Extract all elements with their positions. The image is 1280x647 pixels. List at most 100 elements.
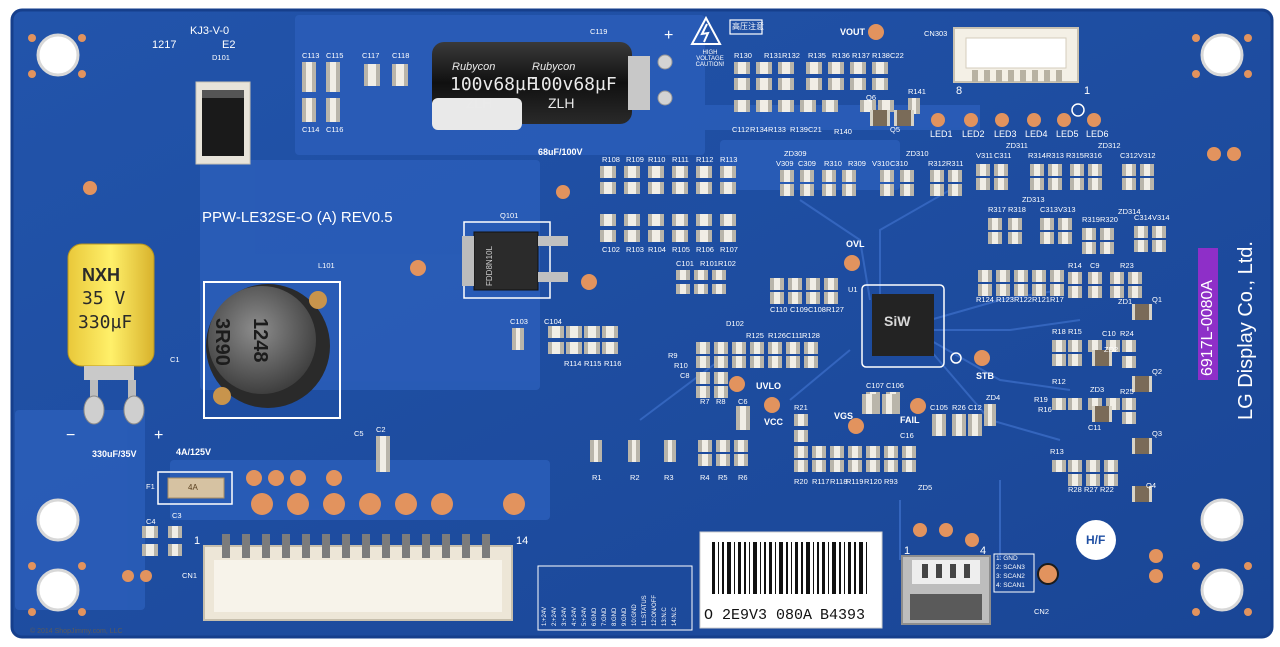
high-voltage-triangle xyxy=(690,15,722,45)
smd-part xyxy=(848,446,862,458)
smd-part xyxy=(1008,232,1022,244)
smd-part xyxy=(1030,178,1044,190)
board-date-code: 1217 xyxy=(152,39,177,51)
smd-part xyxy=(302,62,316,92)
smd-part xyxy=(734,62,750,74)
ref-r19: R19 xyxy=(1034,395,1048,404)
ref-r136: R136 xyxy=(832,51,850,60)
smd-part xyxy=(932,414,946,436)
ref-r314: R314 xyxy=(1028,151,1046,160)
smd-part xyxy=(714,386,728,398)
smd-part xyxy=(1052,460,1066,472)
fuse-rating: 4A/125V xyxy=(176,447,212,457)
smd-part xyxy=(778,78,794,90)
label-sticker xyxy=(699,531,883,629)
ref-v309: V309 xyxy=(776,159,794,168)
smd-part xyxy=(696,372,710,384)
ref-r2: R2 xyxy=(630,473,640,482)
mounting-holes xyxy=(36,33,1244,612)
smd-part xyxy=(1100,242,1114,254)
smd-part xyxy=(1030,164,1044,176)
led1-label: LED1 xyxy=(930,129,953,139)
smd-part xyxy=(1122,164,1136,176)
smd-part xyxy=(882,394,896,414)
smd-part xyxy=(828,78,844,90)
smd-part xyxy=(734,440,748,452)
cap-main-value-2: 100v68µF xyxy=(530,74,617,95)
smd-part xyxy=(848,460,862,472)
smd-part xyxy=(1122,412,1136,424)
ref-c117: C117 xyxy=(362,51,380,60)
smd-part xyxy=(1082,242,1096,254)
ref-c9: C9 xyxy=(1090,261,1100,270)
smd-part xyxy=(1106,340,1120,352)
smd-part xyxy=(696,230,712,242)
smd-part xyxy=(698,440,712,452)
smd-part xyxy=(1100,228,1114,240)
ref-c111: C111 xyxy=(786,331,803,340)
cap-main-brand-1: Rubycon xyxy=(452,61,496,73)
ref-c107: C107 xyxy=(866,381,884,390)
ref-r309: R309 xyxy=(848,159,866,168)
smd-part xyxy=(732,356,746,368)
smd-part xyxy=(1032,284,1046,296)
ref-r16: R16 xyxy=(1038,405,1052,414)
ref-f1: F1 xyxy=(146,482,155,491)
smd-part xyxy=(778,62,794,74)
ref-r124: R124 xyxy=(976,295,994,304)
smd-part xyxy=(672,214,688,226)
fuse-marking: 4A xyxy=(188,483,198,492)
smd-part xyxy=(1088,178,1102,190)
ref-c1: C1 xyxy=(170,355,180,364)
ref-c311: C311 xyxy=(994,151,1012,160)
transistor-part xyxy=(1092,350,1112,366)
smd-part xyxy=(566,342,582,354)
smd-part xyxy=(884,460,898,472)
smd-part xyxy=(1068,354,1082,366)
ref-r131: R131 xyxy=(764,51,782,60)
ref-v312: V312 xyxy=(1138,151,1156,160)
ref-r123: R123 xyxy=(996,295,1014,304)
ref-c109: C109 xyxy=(790,305,808,314)
ref-c6: C6 xyxy=(738,397,748,406)
ref-zd312: ZD312 xyxy=(1098,141,1121,150)
ref-zd313: ZD313 xyxy=(1022,195,1045,204)
smd-part xyxy=(978,284,992,296)
ref-r312: R312 xyxy=(928,159,946,168)
smd-part xyxy=(822,184,836,196)
ref-c2: C2 xyxy=(376,425,386,434)
ref-cn303: CN303 xyxy=(924,29,948,38)
ref-q1: Q1 xyxy=(1152,295,1163,304)
smd-part xyxy=(806,62,822,74)
ref-r139: R139 xyxy=(790,125,808,134)
ref-r135: R135 xyxy=(808,51,826,60)
smd-part xyxy=(830,446,844,458)
ref-c101: C101 xyxy=(676,259,694,268)
smd-part xyxy=(696,386,710,398)
cn1-pin1: 1 xyxy=(194,535,201,547)
smd-part xyxy=(842,184,856,196)
led3-label: LED3 xyxy=(994,129,1017,139)
smd-part xyxy=(794,460,808,472)
smd-part xyxy=(648,214,664,226)
cap-main-rating: 68uF/100V xyxy=(538,147,583,157)
smd-part xyxy=(696,356,710,368)
ref-r14: R14 xyxy=(1068,261,1082,270)
ovl-label: OVL xyxy=(846,239,865,249)
smd-part xyxy=(756,62,772,74)
smd-part xyxy=(804,356,818,368)
cap-main-brand-2: Rubycon xyxy=(532,61,576,73)
smd-part xyxy=(1048,178,1062,190)
ref-r121: R121 xyxy=(1032,295,1050,304)
cap-plus: + xyxy=(154,427,164,444)
ref-r7: R7 xyxy=(700,397,710,406)
ref-cn2: CN2 xyxy=(1034,607,1050,616)
high-voltage-cn: 高压注意 xyxy=(732,22,764,31)
c1-capacitor xyxy=(67,243,155,425)
ref-r311: R311 xyxy=(946,159,964,168)
smd-part xyxy=(806,78,822,90)
ref-r4: R4 xyxy=(700,473,710,482)
smd-part xyxy=(664,440,676,462)
